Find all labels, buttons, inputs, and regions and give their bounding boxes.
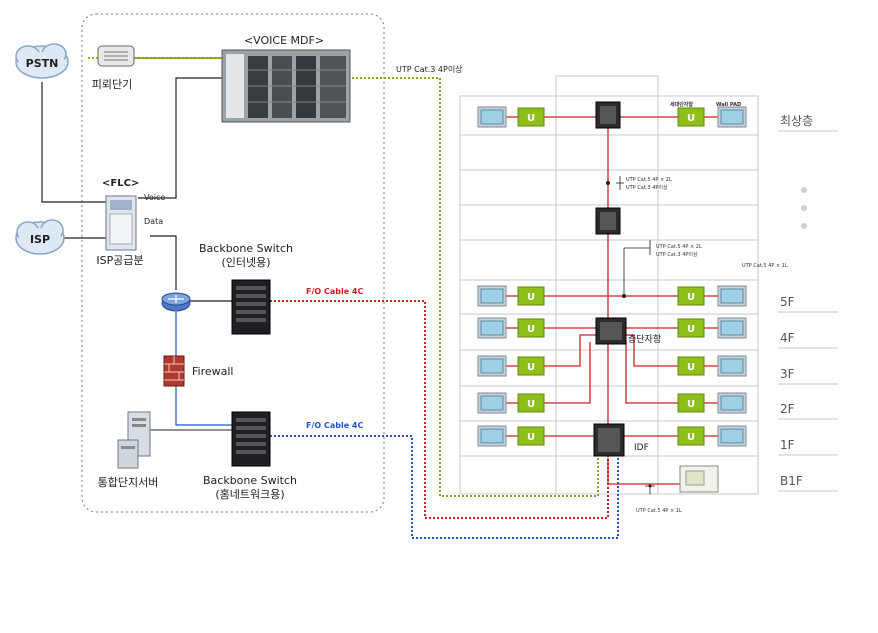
unit-mark-label: U — [687, 432, 695, 443]
utp-bottom-label: UTP Cat.5 4P × 1L — [636, 508, 682, 514]
right-wallpad-icon — [717, 317, 747, 339]
backbone-switch-internet-icon — [231, 279, 271, 335]
right-wallpad-icon — [717, 425, 747, 447]
right-wallpad-icon — [717, 106, 747, 128]
riser-b-line2: UTP Cat.3 4P이상 — [656, 251, 698, 258]
left-home-outlet-icon: U — [517, 393, 545, 413]
left-wallpad-icon — [477, 425, 507, 447]
floor-label-5f: 5F — [780, 295, 795, 309]
riser-a-line1: UTP Cat.5 4P × 2L — [626, 177, 672, 183]
left-wallpad-icon — [477, 106, 507, 128]
left-wallpad-icon — [477, 392, 507, 414]
outlet-label: 세대단자함 — [670, 101, 693, 108]
left-wallpad-icon — [477, 285, 507, 307]
floor-label-1f: 1F — [780, 438, 795, 452]
unit-mark-label: U — [687, 324, 695, 335]
floor-label-2f: 2F — [780, 402, 795, 416]
firewall-label: Firewall — [192, 365, 233, 378]
pstn-cloud: PSTN — [15, 43, 69, 79]
right-home-outlet-icon: U — [677, 318, 705, 338]
junction-dots — [606, 181, 652, 488]
server-icon — [117, 411, 151, 469]
right-home-outlet-icon: U — [677, 426, 705, 446]
unit-mark-label: U — [687, 362, 695, 373]
backbone2-subtitle: (홈네트워크용) — [215, 487, 284, 501]
utp-main-cable — [352, 77, 599, 497]
data-label: Data — [144, 217, 163, 226]
floor-label-3f: 3F — [780, 367, 795, 381]
voice-mdf-photo — [221, 49, 351, 123]
flc-label: <FLC> — [102, 178, 139, 189]
floor-junction-switch-icon — [595, 317, 627, 345]
left-home-outlet-icon: U — [517, 318, 545, 338]
utp-main-label: UTP Cat.3 4P이상 — [396, 64, 463, 74]
blue-link-2 — [175, 386, 232, 426]
floor-label-4f: 4F — [780, 331, 795, 345]
building-grid — [459, 75, 838, 495]
terminal-label: 피뢰단기 — [92, 78, 132, 91]
left-home-outlet-icon: U — [517, 356, 545, 376]
unit-mark-label: U — [527, 399, 535, 410]
right-home-outlet-icon: U — [677, 356, 705, 376]
right-home-outlet-icon: U — [677, 393, 705, 413]
riser-b-line1: UTP Cat.5 4P × 2L — [656, 244, 702, 250]
fo-red-cable — [270, 300, 609, 519]
unit-mark-label: U — [527, 292, 535, 303]
fo-blue-cable — [270, 435, 619, 539]
left-wallpad-icon — [477, 317, 507, 339]
firewall-icon — [163, 355, 185, 387]
right-home-outlet-icon: U — [677, 107, 705, 127]
voice-label: Voice — [144, 193, 165, 202]
isp-cloud: ISP — [15, 219, 65, 255]
router-icon — [161, 292, 191, 312]
left-wallpad-icon — [477, 355, 507, 377]
utp-right-label: UTP Cat.5 4P × 1L — [742, 263, 788, 269]
floor-label-b1f: B1F — [780, 474, 803, 488]
left-home-outlet-icon: U — [517, 426, 545, 446]
right-wallpad-icon — [717, 355, 747, 377]
idf-label: IDF — [634, 443, 649, 453]
backbone1-title: Backbone Switch — [199, 242, 293, 255]
flc-cabinet-icon — [105, 195, 137, 251]
right-wallpad-icon — [717, 392, 747, 414]
unit-mark-label: U — [527, 432, 535, 443]
backbone2-title: Backbone Switch — [203, 474, 297, 487]
fo-blue-label: F/O Cable 4C — [306, 421, 363, 430]
left-home-outlet-icon: U — [517, 286, 545, 306]
unit-mark-label: U — [527, 113, 535, 124]
junction-label: 층단자함 — [628, 334, 661, 345]
unit-mark-label: U — [527, 324, 535, 335]
backbone1-subtitle: (인터넷용) — [221, 256, 270, 269]
unit-mark-label: U — [687, 399, 695, 410]
riser-a-line2: UTP Cat.3 4P이상 — [626, 184, 668, 191]
wallpad-label: Wall PAD — [716, 102, 741, 108]
idf-switch-icon — [593, 423, 625, 457]
right-home-outlet-icon: U — [677, 286, 705, 306]
unit-mark-label: U — [687, 292, 695, 303]
unit-devices: U U U U U U U U U U U U — [477, 106, 747, 447]
mid-riser-switch-icon — [595, 207, 621, 235]
pstn-label: PSTN — [26, 57, 59, 70]
isp-label: ISP — [30, 233, 50, 246]
left-enclosure — [81, 13, 385, 513]
more-floors-dots — [801, 187, 807, 229]
terminal-block-icon — [97, 45, 135, 67]
voice-data-links — [41, 77, 232, 302]
fo-red-label: F/O Cable 4C — [306, 287, 363, 296]
voice-mdf-label: <VOICE MDF> — [244, 34, 324, 47]
unit-mark-label: U — [687, 113, 695, 124]
backbone-switch-home-icon — [231, 411, 271, 467]
left-home-outlet-icon: U — [517, 107, 545, 127]
right-wallpad-icon — [717, 285, 747, 307]
unit-mark-label: U — [527, 362, 535, 373]
floor-label-top: 최상층 — [780, 114, 813, 128]
server-label: 통합단지서버 — [98, 476, 159, 489]
b1f-device-icon — [679, 465, 719, 493]
isp-supply-label: ISP공급분 — [96, 254, 143, 267]
top-floor-switch-icon — [595, 101, 621, 129]
